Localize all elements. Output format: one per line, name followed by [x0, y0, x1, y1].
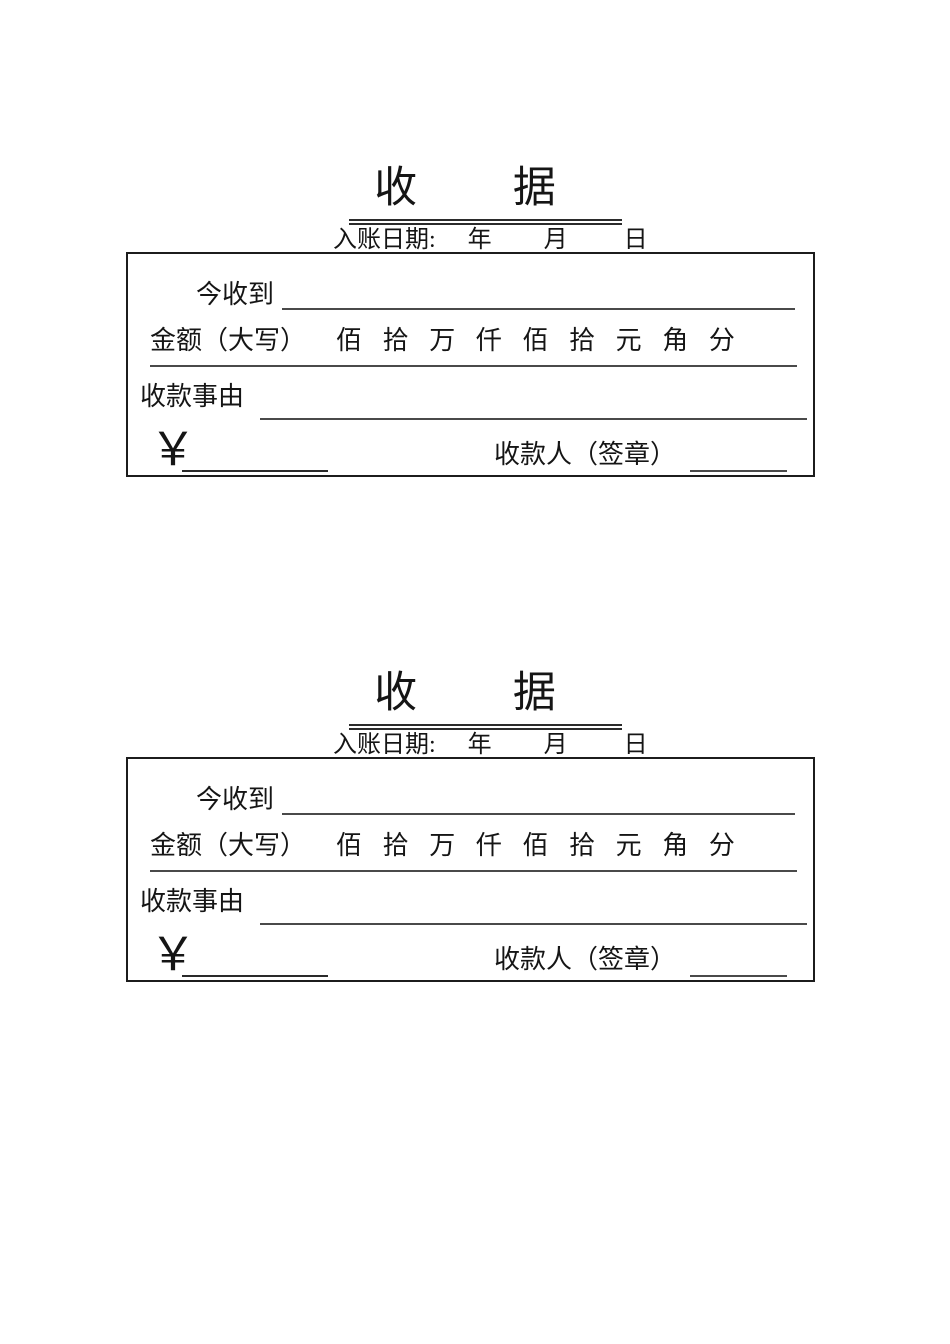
amount-unit: 万 — [429, 326, 456, 355]
yuan-currency-symbol: ￥ — [150, 424, 196, 475]
payment-reason-blank-line — [260, 382, 807, 420]
amount-in-words-label: 金额（大写） — [150, 326, 307, 355]
amount-unit: 元 — [615, 326, 642, 355]
date-unit-year: 年 — [467, 732, 492, 758]
received-from-label: 今收到 — [196, 785, 275, 814]
date-unit-year: 年 — [467, 227, 492, 253]
payee-signature-label: 收款人（签章） — [493, 945, 676, 974]
amount-unit: 佰 — [336, 326, 363, 355]
received-from-blank-line — [282, 278, 795, 310]
payee-signature-blank-line — [690, 931, 787, 977]
amount-unit: 拾 — [382, 831, 409, 860]
title-double-underline — [349, 724, 622, 730]
amount-unit: 佰 — [336, 831, 363, 860]
amount-unit: 角 — [662, 831, 689, 860]
date-unit-month: 月 — [543, 732, 568, 758]
amount-in-words-row: 金额（大写） 佰 拾 万 仟 佰 拾 元 角 分 — [150, 831, 797, 872]
payment-reason-row: 收款事由 — [140, 887, 807, 925]
amount-unit: 拾 — [382, 326, 409, 355]
payment-reason-blank-line — [260, 887, 807, 925]
amount-unit: 万 — [429, 831, 456, 860]
amount-figures-blank-line — [182, 426, 328, 472]
date-unit-month: 月 — [543, 227, 568, 253]
received-from-row: 今收到 — [196, 783, 795, 815]
amount-unit: 分 — [708, 326, 735, 355]
amount-digit-units: 佰 拾 万 仟 佰 拾 元 角 分 — [336, 831, 735, 861]
payment-reason-label: 收款事由 — [140, 887, 245, 916]
date-unit-day: 日 — [623, 732, 648, 758]
entry-date-row: 入账日期: 年 月 日 — [333, 226, 648, 254]
received-from-label: 今收到 — [196, 280, 275, 309]
amount-in-words-label: 金额（大写） — [150, 831, 307, 860]
amount-in-words-row: 金额（大写） 佰 拾 万 仟 佰 拾 元 角 分 — [150, 326, 797, 367]
date-unit-day: 日 — [623, 227, 648, 253]
amount-unit: 元 — [615, 831, 642, 860]
receipt-form-box: 今收到 金额（大写） 佰 拾 万 仟 佰 拾 元 角 分 — [126, 757, 815, 982]
amount-unit: 拾 — [569, 831, 596, 860]
amount-unit: 佰 — [522, 326, 549, 355]
received-from-row: 今收到 — [196, 278, 795, 310]
amount-unit: 佰 — [522, 831, 549, 860]
receipt-copy-2: 收 据 入账日期: 年 月 日 今收到 金额（大写） 佰 拾 万 仟 — [0, 670, 950, 990]
amount-figures-row: ￥ 收款人（签章） — [150, 929, 787, 980]
receipt-form-box: 今收到 金额（大写） 佰 拾 万 仟 佰 拾 元 角 分 — [126, 252, 815, 477]
receipt-title: 收 据 — [374, 670, 556, 717]
payment-reason-row: 收款事由 — [140, 382, 807, 420]
amount-figures-row: ￥ 收款人（签章） — [150, 424, 787, 475]
amount-unit: 拾 — [569, 326, 596, 355]
receipt-title: 收 据 — [374, 165, 556, 212]
amount-unit: 仟 — [475, 326, 502, 355]
amount-digit-units: 佰 拾 万 仟 佰 拾 元 角 分 — [336, 326, 735, 356]
payee-signature-label: 收款人（签章） — [493, 440, 676, 469]
receipt-copy-1: 收 据 入账日期: 年 月 日 今收到 金额（大写） 佰 拾 万 仟 — [0, 165, 950, 485]
entry-date-label: 入账日期: — [333, 732, 436, 758]
entry-date-row: 入账日期: 年 月 日 — [333, 731, 648, 759]
payee-signature-blank-line — [690, 426, 787, 472]
title-double-underline — [349, 219, 622, 225]
entry-date-label: 入账日期: — [333, 227, 436, 253]
amount-unit: 角 — [662, 326, 689, 355]
payment-reason-label: 收款事由 — [140, 382, 245, 411]
amount-figures-blank-line — [182, 931, 328, 977]
amount-unit: 分 — [708, 831, 735, 860]
received-from-blank-line — [282, 783, 795, 815]
yuan-currency-symbol: ￥ — [150, 929, 196, 980]
amount-unit: 仟 — [475, 831, 502, 860]
